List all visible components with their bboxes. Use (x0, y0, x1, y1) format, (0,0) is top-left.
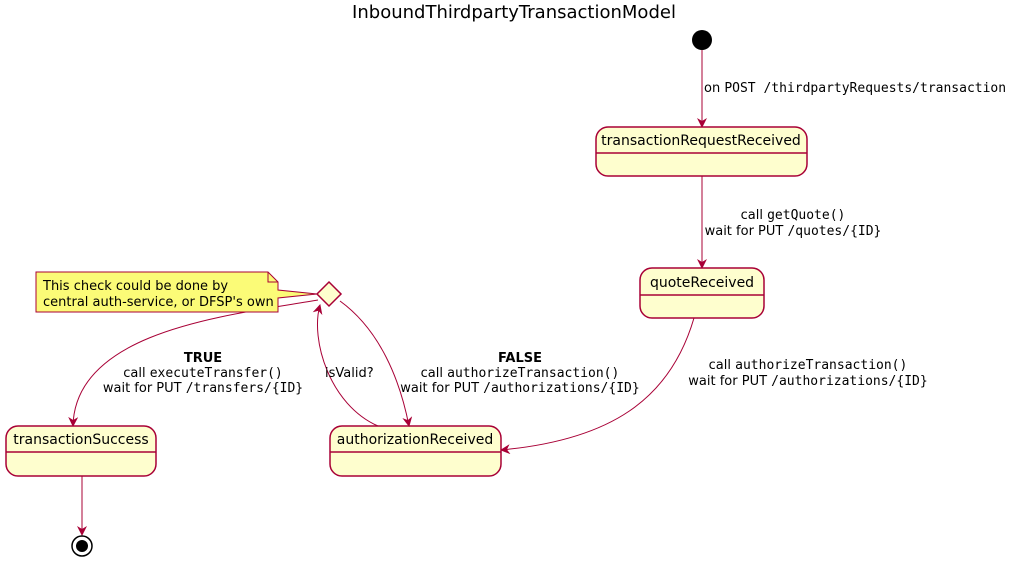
edge-label-false-heading: FALSE (498, 351, 542, 366)
state-transaction-request-received: transactionRequestReceived (595, 126, 808, 177)
choice-diamond-icon (315, 280, 343, 308)
edge-label-true-line2: wait for PUT /transfers/{ID} (103, 381, 303, 396)
edge-label-authorize-prefix2: wait for PUT (688, 374, 771, 389)
final-state-icon (71, 535, 93, 557)
edge-label-authorize-line2: wait for PUT /authorizations/{ID} (688, 374, 927, 389)
note-box: This check could be done by central auth… (35, 271, 318, 313)
edge-label-false-code1: authorizeTransaction() (447, 366, 619, 381)
edge-label-getquote-prefix2: wait for PUT (705, 224, 788, 239)
state-label-transaction-success: transactionSuccess (13, 432, 148, 448)
edge-label-true-prefix2: wait for PUT (103, 381, 186, 396)
edge-label-true-heading: TRUE (184, 351, 222, 366)
edge-label-false-line2: wait for PUT /authorizations/{ID} (400, 381, 639, 396)
state-transaction-success: transactionSuccess (5, 425, 157, 477)
state-authorization-received: authorizationReceived (329, 425, 502, 477)
edge-label-true-line1: call executeTransfer() (123, 366, 283, 381)
edge-authorization-to-choice (312, 304, 379, 427)
state-label-authorization-received: authorizationReceived (337, 432, 493, 448)
edge-label-start-code: POST /thirdpartyRequests/transaction (724, 81, 1006, 96)
edge-label-false-code2: /authorizations/{ID} (483, 381, 640, 396)
edge-label-authorize-line1: call authorizeTransaction() (709, 358, 908, 373)
edge-label-getquote-line2: wait for PUT /quotes/{ID} (705, 224, 882, 239)
state-label-transaction-request-received: transactionRequestReceived (601, 133, 801, 149)
note-line-2: central auth-service, or DFSP's own (43, 295, 274, 310)
edge-label-start: on POST /thirdpartyRequests/transaction (704, 81, 1006, 96)
edge-label-true-code1: executeTransfer() (150, 366, 283, 381)
initial-state-icon (692, 30, 712, 50)
edge-label-false-prefix2: wait for PUT (400, 381, 483, 396)
edge-label-getquote-code1: getQuote() (767, 208, 845, 223)
edge-label-isvalid: isValid? (325, 366, 374, 381)
edge-choice-false (339, 300, 413, 427)
edge-label-true-prefix1: call (123, 366, 149, 381)
edge-label-start-prefix: on (704, 81, 724, 96)
edge-label-getquote-code2: /quotes/{ID} (787, 224, 881, 239)
edge-label-getquote-prefix1: call (741, 208, 767, 223)
edge-label-authorize-prefix1: call (709, 358, 735, 373)
edge-quote-to-authorization (500, 317, 695, 455)
edge-choice-true (68, 299, 319, 427)
edge-label-authorize-code1: authorizeTransaction() (735, 358, 907, 373)
note-line-1: This check could be done by (42, 279, 228, 294)
edge-label-false-prefix1: call (421, 366, 447, 381)
state-label-quote-received: quoteReceived (650, 275, 754, 291)
edge-label-true-code2: /transfers/{ID} (186, 381, 303, 396)
diagram-title: InboundThirdpartyTransactionModel (352, 2, 676, 23)
edge-label-false-line1: call authorizeTransaction() (421, 366, 620, 381)
edge-label-getquote-line1: call getQuote() (741, 208, 846, 223)
edge-label-authorize-code2: /authorizations/{ID} (771, 374, 928, 389)
state-quote-received: quoteReceived (639, 267, 765, 319)
